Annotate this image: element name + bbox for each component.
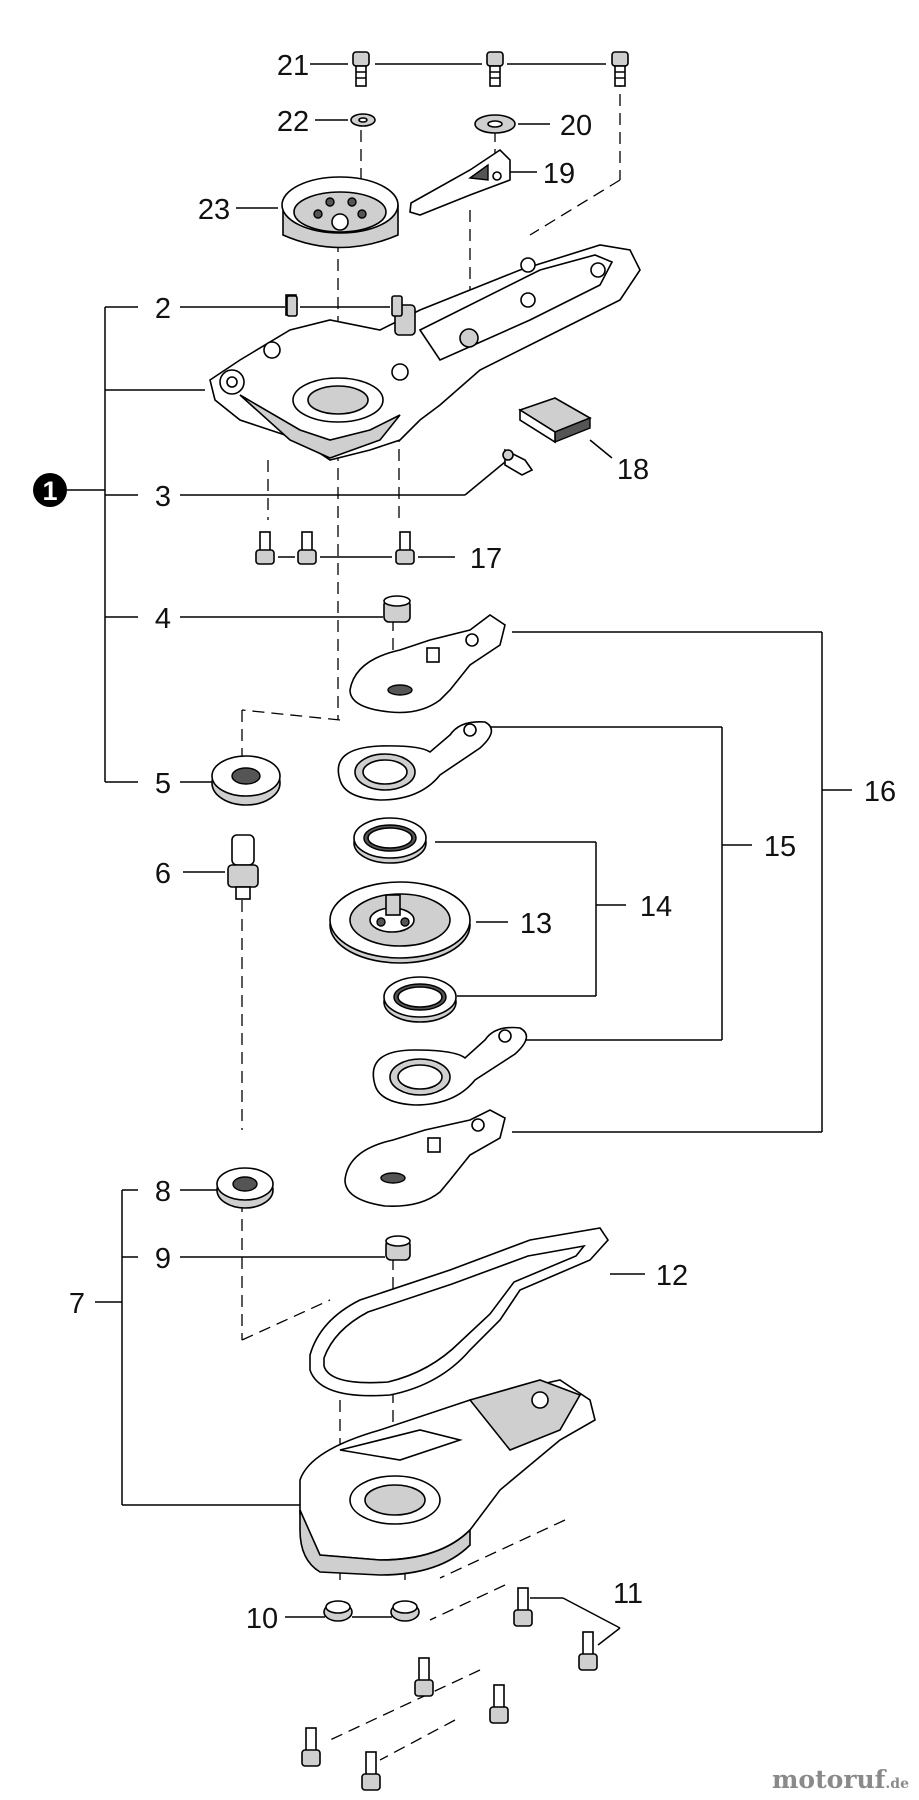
callout-5: 5: [155, 768, 171, 800]
watermark-suffix: .de: [885, 1776, 909, 1792]
callout-7: 7: [69, 1288, 85, 1320]
rod-15-lower: [372, 1026, 528, 1106]
upper-housing: [209, 244, 641, 461]
watermark-logo: motoruf.de: [772, 1765, 909, 1794]
callout-18: 18: [617, 454, 649, 486]
pin-2-right: [391, 295, 403, 317]
screw-11-c: [414, 1657, 434, 1697]
callout-10: 10: [246, 1603, 278, 1635]
screw-21-left: [352, 51, 370, 87]
callout-1: 1: [42, 476, 57, 506]
needle-bearing-9: [385, 1235, 411, 1261]
gear-13: [329, 881, 471, 964]
callout-22: 22: [277, 106, 309, 138]
callout-13: 13: [520, 908, 552, 940]
callout-9: 9: [155, 1243, 171, 1275]
screw-17-a: [255, 531, 275, 565]
bearing-8: [216, 1167, 274, 1209]
bearing-5: [211, 755, 281, 806]
callout-15: 15: [764, 831, 796, 863]
callout-6: 6: [155, 858, 171, 890]
screw-11-f: [361, 1751, 381, 1791]
washer-22: [350, 113, 376, 127]
callout-2: 2: [155, 293, 171, 325]
callout-8: 8: [155, 1176, 171, 1208]
screw-17-b: [297, 531, 317, 565]
callout-20: 20: [560, 110, 592, 142]
gasket-12: [309, 1227, 610, 1397]
shaft-6: [227, 834, 259, 900]
group-marker-1: [33, 473, 67, 507]
plate-16-lower: [344, 1109, 506, 1208]
needle-ring-14-upper: [353, 817, 427, 864]
washer-20: [474, 114, 516, 134]
screw-11-a: [513, 1587, 533, 1627]
nipple-3: [502, 448, 534, 476]
screw-21-middle: [486, 51, 504, 87]
watermark-brand: motoruf: [771, 1765, 886, 1794]
callout-21: 21: [277, 50, 309, 82]
screw-21-right: [611, 51, 629, 87]
plate-19: [409, 148, 511, 216]
screw-11-d: [489, 1684, 509, 1724]
plug-10-left: [323, 1600, 353, 1622]
callout-19: 19: [543, 158, 575, 190]
lower-housing-7: [299, 1379, 596, 1576]
callout-labels: 1 2 3 4 5 6 7 8 9 10 11 12 13 14 15 16 1…: [33, 50, 896, 1635]
rod-15-upper: [337, 720, 493, 801]
callout-3: 3: [155, 481, 171, 513]
callout-17: 17: [470, 543, 502, 575]
callout-23: 23: [198, 194, 230, 226]
leader-lines: [67, 63, 852, 1646]
pin-2-left: [286, 295, 298, 317]
screw-17-c: [395, 531, 415, 565]
needle-bearing-4: [383, 595, 411, 623]
needle-ring-14-lower: [383, 976, 457, 1023]
callout-4: 4: [155, 603, 171, 635]
screw-11-e: [301, 1727, 321, 1767]
plate-16-upper: [349, 614, 506, 714]
screw-11-b: [578, 1631, 598, 1671]
callout-12: 12: [656, 1260, 688, 1292]
pad-18: [518, 397, 592, 444]
callout-11: 11: [613, 1578, 643, 1610]
plug-10-right: [390, 1600, 420, 1622]
gear-cup-23: [281, 176, 399, 249]
callout-16: 16: [864, 776, 896, 808]
callout-14: 14: [640, 891, 672, 923]
